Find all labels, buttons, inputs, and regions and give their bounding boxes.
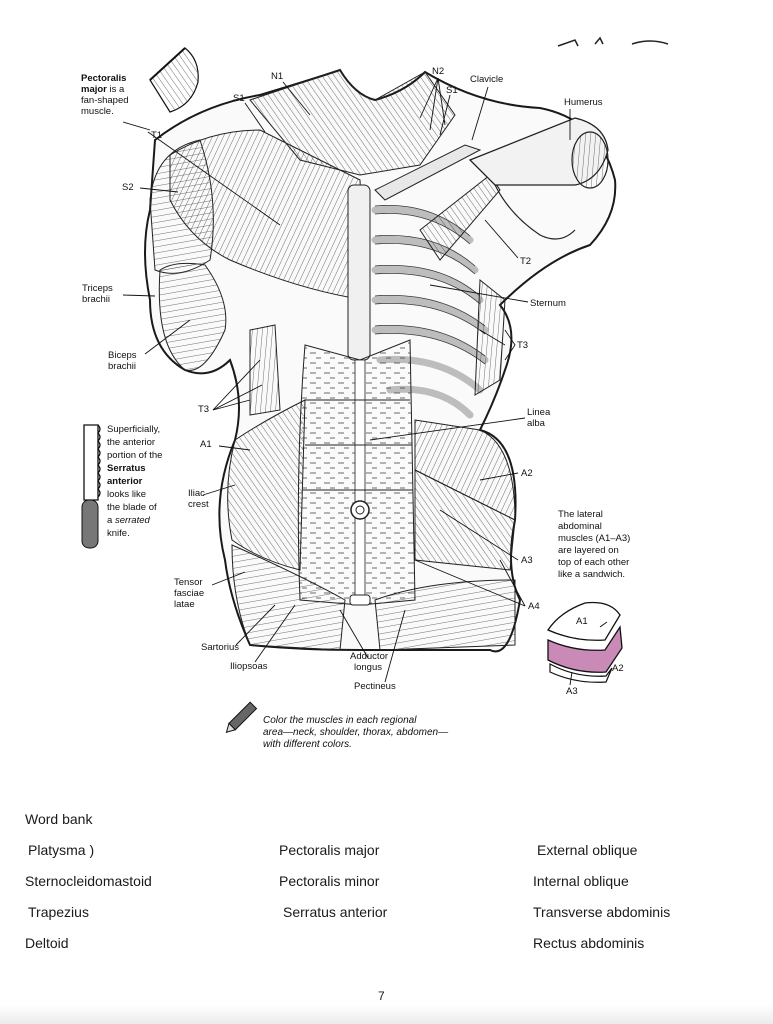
label-s1-left: S1 (233, 93, 245, 104)
label-s1-right: S1 (446, 85, 458, 96)
label-n2: N2 (432, 66, 444, 77)
word-bank-item: Internal oblique (533, 873, 629, 889)
label-iliopsoas: Iliopsoas (230, 661, 268, 672)
label-t3-left: T3 (198, 404, 209, 415)
label-clavicle: Clavicle (470, 74, 503, 85)
serrated-knife-icon (82, 425, 100, 548)
label-sternum: Sternum (530, 298, 566, 309)
bottom-edge (0, 1005, 773, 1024)
word-bank-item: Transverse abdominis (533, 904, 670, 920)
label-humerus: Humerus (564, 97, 603, 108)
word-bank-item: Trapezius (28, 904, 89, 920)
word-bank-item: Pectoralis minor (279, 873, 379, 889)
word-bank-item: Rectus abdominis (533, 935, 644, 951)
label-sartorius: Sartorius (201, 642, 239, 653)
sandwich-label-a3: A3 (566, 686, 578, 697)
word-bank-item: Pectoralis major (279, 842, 379, 858)
label-a2: A2 (521, 468, 533, 479)
page-number: 7 (378, 989, 385, 1003)
top-fragment (558, 38, 668, 46)
lateral-abdominal-note: The lateral abdominal muscles (A1–A3) ar… (558, 509, 633, 580)
coloring-instruction: Color the muscles in each regional area—… (263, 715, 451, 750)
label-a3: A3 (521, 555, 533, 566)
umbilicus (351, 501, 369, 519)
label-pectineus: Pectineus (354, 681, 396, 692)
word-bank-item: Platysma ) (28, 842, 94, 858)
label-t3-right: T3 (517, 340, 528, 351)
sternum-bone (348, 185, 370, 360)
label-a1: A1 (200, 439, 212, 450)
left-serratus (250, 325, 280, 415)
pubic-symphysis (350, 595, 370, 605)
word-bank-title: Word bank (25, 811, 92, 827)
pectoralis-note: Pectoralis major is a fan-shaped muscle. (81, 73, 131, 117)
pectoralis-fan-icon (150, 48, 198, 112)
label-s2: S2 (122, 182, 134, 193)
word-bank-item: Sternocleidomastoid (25, 873, 152, 889)
pencil-icon (223, 702, 256, 735)
sandwich-icon (548, 603, 622, 683)
label-t1: T1 (151, 130, 162, 141)
label-n1: N1 (271, 71, 283, 82)
word-bank-item: Serratus anterior (283, 904, 387, 920)
label-t2: T2 (520, 256, 531, 267)
label-a4: A4 (528, 601, 540, 612)
serratus-note: Superficially, the anterior portion of t… (107, 424, 165, 539)
linea-alba (355, 360, 365, 600)
muscle-diagram: N1 S1 N2 S1 S2 T1 T2 T3 T3 A1 A2 A3 A4 C… (0, 0, 773, 790)
word-bank-item: External oblique (537, 842, 637, 858)
sandwich-label-a2: A2 (612, 663, 624, 674)
sandwich-label-a1: A1 (576, 616, 588, 627)
word-bank-item: Deltoid (25, 935, 69, 951)
